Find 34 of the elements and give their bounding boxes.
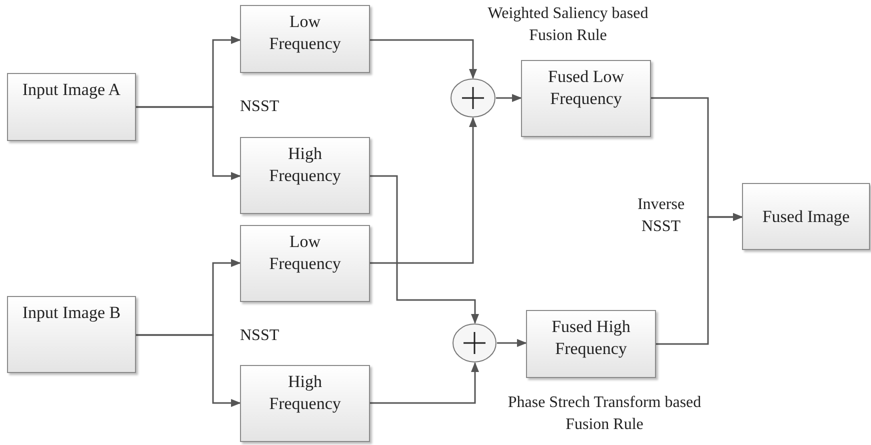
annotation-text: NSST bbox=[240, 326, 280, 346]
annotation-text: Inverse NSST bbox=[636, 195, 686, 237]
annotation-text: Phase Strech Transform based Fusion Rule bbox=[506, 393, 702, 435]
box-label: Input Image B bbox=[22, 302, 122, 324]
arrow bbox=[136, 106, 241, 180]
arrow bbox=[370, 117, 477, 264]
annotation-text: NSST bbox=[240, 97, 280, 117]
box-label: Fused High Frequency bbox=[550, 316, 632, 360]
summation-circle bbox=[450, 78, 496, 118]
box-label: Fused Image bbox=[761, 206, 851, 228]
arrow bbox=[370, 175, 479, 324]
process-box bbox=[7, 73, 136, 141]
process-box bbox=[240, 137, 370, 214]
annotation-text: Weighted Saliency based Fusion Rule bbox=[486, 4, 650, 46]
summation-circle bbox=[452, 323, 497, 363]
process-box bbox=[240, 365, 370, 442]
process-box bbox=[7, 296, 136, 373]
box-label: High Frequency bbox=[268, 143, 342, 187]
box-label: Fused Low Frequency bbox=[546, 66, 626, 110]
arrow bbox=[497, 339, 527, 347]
arrow bbox=[136, 334, 241, 407]
arrow bbox=[370, 39, 477, 79]
box-label: Input Image A bbox=[22, 79, 122, 101]
process-box bbox=[240, 5, 370, 73]
process-box bbox=[742, 183, 870, 250]
arrow bbox=[656, 213, 743, 345]
arrow bbox=[496, 94, 522, 102]
arrow bbox=[370, 362, 479, 404]
process-box bbox=[521, 60, 651, 137]
process-box bbox=[526, 310, 656, 378]
process-box bbox=[240, 225, 370, 302]
box-label: High Frequency bbox=[268, 371, 342, 415]
box-label: Low Frequency bbox=[268, 231, 342, 275]
box-label: Low Frequency bbox=[268, 11, 342, 55]
